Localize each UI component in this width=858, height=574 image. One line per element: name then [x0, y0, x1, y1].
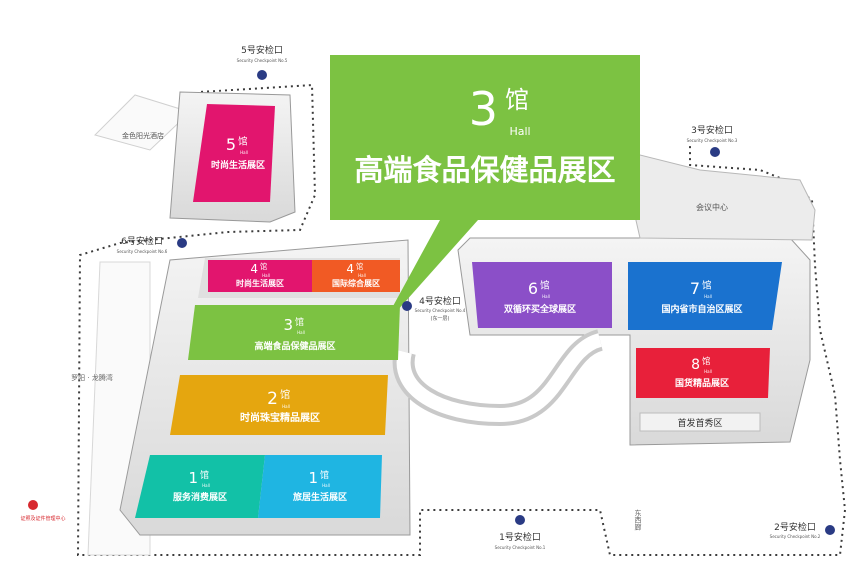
- hall-2-block[interactable]: [170, 375, 388, 435]
- hall-1b-guan: 馆: [320, 469, 329, 481]
- checkpoint-icons: [177, 70, 835, 535]
- hall-8-block[interactable]: [636, 348, 770, 398]
- hall-7-number: 7: [690, 279, 700, 298]
- first-show-block[interactable]: [639, 412, 761, 432]
- hall-4a-guan: 馆: [260, 262, 267, 271]
- checkpoint-cp6-en: Security Checkpoint No.6: [117, 249, 168, 254]
- checkpoint-5-icon: [257, 70, 267, 80]
- callout-hall-en: Hall: [509, 125, 530, 138]
- checkpoint-cp5-label: 5号安检口: [241, 44, 283, 56]
- hall-4b-name: 国际综合展区: [332, 278, 380, 288]
- checkpoint-cp2-label: 2号安检口: [774, 521, 816, 533]
- conference-label: 会议中心: [696, 202, 728, 212]
- cert-center-icon: [28, 500, 38, 510]
- hall-6-number: 6: [528, 279, 538, 298]
- hall-6-name: 双循环买全球展区: [504, 303, 576, 315]
- checkpoint-2-icon: [825, 525, 835, 535]
- hall-5-guan: 馆: [238, 135, 248, 147]
- checkpoint-cp2-en: Security Checkpoint No.2: [770, 534, 821, 539]
- hall-1a-number: 1: [188, 469, 198, 487]
- hall-2-name: 时尚珠宝精品展区: [240, 411, 320, 424]
- east-west-label: 东西廊: [634, 509, 642, 532]
- checkpoint-cp5-en: Security Checkpoint No.5: [237, 58, 288, 63]
- hall-3-guan: 馆: [295, 316, 304, 328]
- first-show-label: 首发首秀区: [677, 417, 722, 429]
- checkpoint-cp3-label: 3号安检口: [691, 124, 733, 136]
- hall-8-hall-en: Hall: [704, 369, 712, 374]
- hall-4a-number: 4: [250, 262, 258, 276]
- checkpoint-cp4-label: 4号安检口: [419, 295, 461, 307]
- hall-5-name: 时尚生活展区: [211, 159, 265, 171]
- hall-1b-block[interactable]: [258, 455, 382, 518]
- checkpoint-cp4-en: Security Checkpoint No.4: [415, 308, 466, 313]
- hall-2-guan: 馆: [280, 388, 290, 401]
- callout-number: 3: [469, 82, 498, 136]
- hall-1a-hall-en: Hall: [202, 483, 210, 488]
- callout-title: 高端食品保健品展区: [354, 153, 615, 187]
- hall-3-block[interactable]: [188, 305, 400, 360]
- hall-5-building: [169, 91, 296, 223]
- hall-2-number: 2: [267, 389, 278, 409]
- checkpoint-cp1-label: 1号安检口: [499, 531, 541, 543]
- hall-4a-hall-en: Hall: [262, 273, 270, 278]
- checkpoint-cp1-en: Security Checkpoint No.1: [495, 545, 546, 550]
- checkpoint-6-icon: [177, 238, 187, 248]
- hall-8-name: 国货精品展区: [675, 377, 729, 389]
- hall-1b-hall-en: Hall: [322, 483, 330, 488]
- callout-guan: 馆: [505, 86, 529, 114]
- hotel-label: 金色阳光酒店: [122, 131, 164, 140]
- hall-4b-guan: 馆: [356, 262, 363, 271]
- east-first-label: (东一层): [431, 315, 450, 322]
- luoyang-label: 罗阳 · 龙腾湾: [71, 373, 113, 382]
- hall-1b-name: 旅居生活展区: [293, 491, 347, 503]
- hall-6-hall-en: Hall: [542, 294, 550, 299]
- hall-4b-block[interactable]: [312, 260, 400, 292]
- hall-3-name: 高端食品保健品展区: [254, 340, 335, 352]
- hall-2-hall-en: Hall: [282, 404, 290, 409]
- hall-4b-number: 4: [346, 262, 354, 276]
- hall-3-hall-en: Hall: [297, 330, 305, 335]
- checkpoint-4-icon: [402, 301, 412, 311]
- hall-8-guan: 馆: [702, 356, 710, 366]
- hall-1a-name: 服务消费展区: [173, 491, 227, 503]
- checkpoint-cp6-label: 6号安检口: [121, 235, 163, 247]
- hall-1a-guan: 馆: [200, 469, 209, 481]
- hall-4a-block[interactable]: [208, 260, 312, 292]
- callout-banner: [330, 55, 640, 330]
- hall-5-number: 5: [226, 135, 236, 154]
- connector-corridor-floor: [396, 333, 603, 423]
- cert-center-label: 证照及证件管理中心: [20, 515, 65, 522]
- hall-6-guan: 馆: [540, 279, 550, 291]
- checkpoint-cp3-en: Security Checkpoint No.3: [687, 138, 738, 143]
- walkway-dotted-path: [76, 83, 847, 556]
- hall-7-block[interactable]: [628, 262, 782, 330]
- hall-1b-number: 1: [308, 469, 318, 487]
- hall-7-guan: 馆: [702, 279, 712, 291]
- hall-3-number: 3: [283, 316, 293, 334]
- hall-4b-hall-en: Hall: [358, 273, 366, 278]
- hall-5-hall-en: Hall: [240, 150, 248, 155]
- hall-7-hall-en: Hall: [704, 294, 712, 299]
- checkpoint-3-icon: [710, 147, 720, 157]
- hall-4a-name: 时尚生活展区: [236, 278, 284, 288]
- checkpoint-1-icon: [515, 515, 525, 525]
- hall-6-block[interactable]: [472, 262, 612, 328]
- hall-7-name: 国内省市自治区展区: [661, 303, 742, 315]
- hall-8-number: 8: [691, 357, 700, 373]
- hall-1a-block[interactable]: [135, 455, 265, 518]
